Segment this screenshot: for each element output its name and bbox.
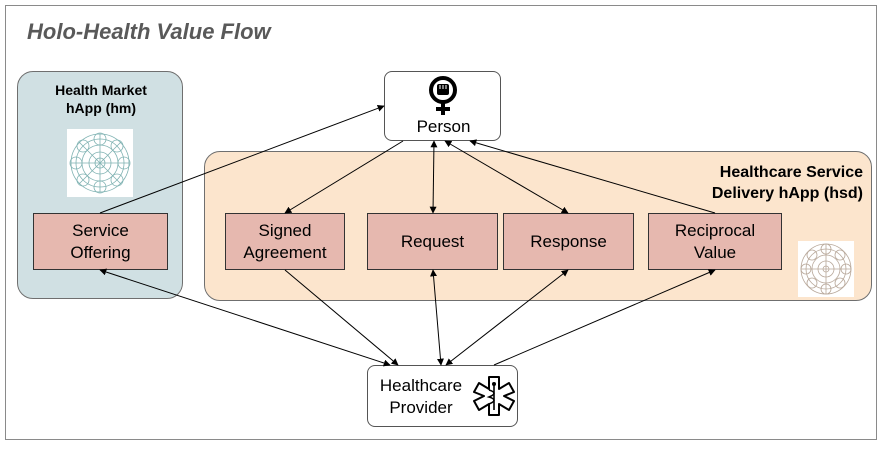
arrow-offering-provider: [99, 268, 391, 367]
health-market-title-line2: hApp (hm): [66, 100, 136, 116]
healthcare-provider-label: Healthcare Provider: [372, 375, 470, 419]
arrow-person-response: [444, 140, 569, 214]
request-label: Request: [400, 231, 465, 251]
service-delivery-title-line2: Delivery hApp (hsd): [711, 185, 863, 202]
arrow-person-request: [429, 140, 438, 214]
health-market-title-line1: Health Market: [55, 82, 147, 98]
reciprocal-value-box: Reciprocal Value: [648, 213, 782, 270]
arrow-person-to-agreement: [284, 140, 404, 214]
arrow-request-provider: [430, 269, 444, 366]
service-delivery-panel-title: Healthcare Service Delivery hApp (hsd): [712, 162, 863, 204]
service-offering-line1: Service: [72, 220, 129, 240]
signed-agreement-line2: Agreement: [243, 242, 327, 262]
request-box: Request: [367, 213, 498, 270]
arrow-response-provider: [445, 269, 569, 366]
diagram-frame: [5, 5, 877, 440]
arrow-agreement-to-provider: [284, 269, 399, 366]
reciprocal-value-line2: Value: [693, 242, 737, 262]
healthcare-provider-node: Healthcare Provider: [367, 365, 518, 427]
reciprocal-value-line1: Reciprocal: [674, 220, 756, 240]
provider-line2: Provider: [389, 398, 453, 417]
women-power-fist-icon: [429, 76, 457, 115]
health-market-mandala-logo: [67, 129, 133, 197]
arrow-reciprocal-to-person: [469, 139, 716, 214]
mandala-icon: [69, 132, 131, 194]
person-node: Person: [384, 71, 501, 141]
provider-line1: Healthcare: [379, 376, 463, 395]
arrow-provider-to-reciprocal: [493, 269, 716, 366]
star-of-life-icon: [473, 376, 515, 416]
diagram-title: Holo-Health Value Flow: [27, 19, 271, 44]
arrow-offering-to-person: [99, 104, 385, 214]
health-market-panel-title: Health Market hApp (hm): [18, 81, 184, 117]
response-box: Response: [503, 213, 634, 270]
mandala-icon: [800, 243, 852, 295]
signed-agreement-line1: Signed: [258, 220, 312, 240]
response-label: Response: [530, 231, 607, 251]
signed-agreement-box: Signed Agreement: [225, 213, 345, 270]
service-delivery-title-line1: Healthcare Service: [719, 164, 863, 181]
person-label: Person: [416, 117, 471, 136]
service-delivery-mandala-logo: [798, 241, 854, 297]
service-offering-line2: Offering: [70, 242, 131, 262]
